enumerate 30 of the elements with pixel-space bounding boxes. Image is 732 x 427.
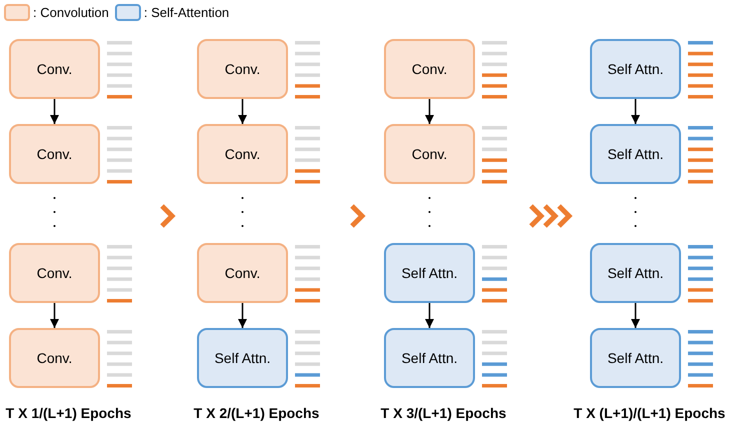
arrow	[50, 99, 59, 124]
convolution-box: Conv.	[197, 243, 288, 303]
arrow	[238, 303, 247, 328]
convolution-box: Conv.	[384, 39, 475, 99]
epoch-caption: T X 1/(L+1) Epochs	[4, 404, 132, 423]
arrow	[238, 99, 247, 124]
self-attention-box: Self Attn.	[590, 39, 681, 99]
self-attention-box: Self Attn.	[590, 243, 681, 303]
self-attention-box: Self Attn.	[590, 124, 681, 184]
arrow	[631, 99, 640, 124]
arrow	[425, 99, 434, 124]
self-attention-box: Self Attn.	[384, 243, 475, 303]
convolution-box: Conv.	[384, 124, 475, 184]
self-attention-box: Self Attn.	[384, 328, 475, 388]
convolution-box: Conv.	[9, 39, 100, 99]
convolution-box: Conv.	[9, 328, 100, 388]
legend-label: : Self-Attention	[144, 4, 230, 22]
epoch-caption: T X (L+1)/(L+1) Epochs	[572, 404, 726, 423]
self-attention-box: Self Attn.	[197, 328, 288, 388]
convolution-box: Conv.	[197, 39, 288, 99]
epoch-caption: T X 3/(L+1) Epochs	[380, 404, 508, 423]
arrow	[425, 303, 434, 328]
arrow	[631, 303, 640, 328]
convolution-box: Conv.	[197, 124, 288, 184]
self-attention-box: Self Attn.	[590, 328, 681, 388]
convolution-box: Conv.	[9, 124, 100, 184]
convolution-box: Conv.	[9, 243, 100, 303]
epoch-caption: T X 2/(L+1) Epochs	[192, 404, 320, 423]
arrow	[50, 303, 59, 328]
legend-label: : Convolution	[33, 4, 109, 22]
